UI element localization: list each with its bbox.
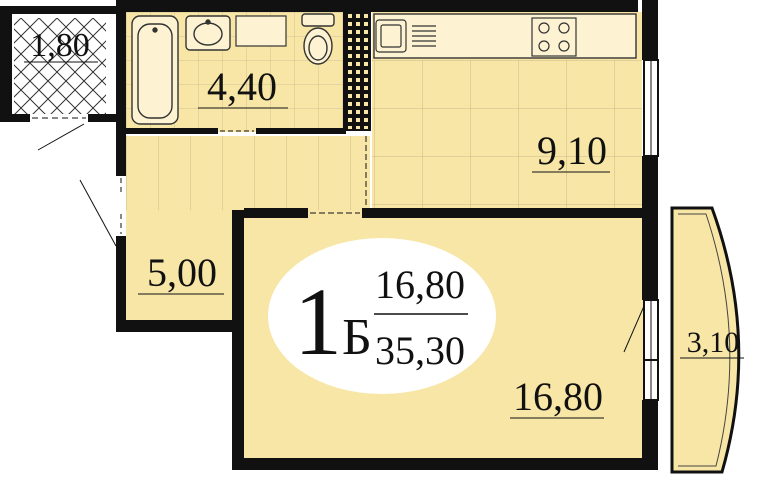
total-area-value: 35,30: [375, 328, 465, 373]
toilet-icon: [301, 13, 335, 65]
apartment-type-letter: Б: [342, 309, 372, 366]
storage-door: [32, 117, 86, 151]
balcony-inner-rail: [678, 213, 731, 467]
ventilation-shaft: [343, 11, 371, 131]
living-window: [643, 359, 659, 401]
entrance-door: [79, 176, 126, 247]
living-room-area-label: 16,80: [513, 374, 603, 419]
storage-area-label: 1,80: [30, 27, 90, 64]
living-area-value: 16,80: [375, 262, 465, 307]
storage-lattice: [14, 18, 106, 114]
balcony-door: [623, 299, 659, 361]
kitchen-area-label: 9,10: [537, 128, 607, 173]
sink-icon: [185, 15, 231, 51]
kitchen-sink-icon: [375, 19, 436, 53]
apartment-badge: 1 Б 16,80 35,30: [268, 238, 496, 394]
kitchen-window: [643, 59, 659, 157]
balcony-area-label: 3,10: [687, 326, 740, 359]
apartment-type-number: 1: [294, 268, 342, 375]
bathroom-area-label: 4,40: [207, 64, 277, 109]
stove-icon: [531, 17, 577, 57]
hall-stripes: [126, 136, 360, 210]
bathtub-icon: [131, 15, 179, 125]
walls: [0, 0, 658, 470]
kitchen-tiles: [372, 60, 642, 210]
hall-area-label: 5,00: [147, 250, 217, 295]
washer-icon: [235, 15, 287, 47]
